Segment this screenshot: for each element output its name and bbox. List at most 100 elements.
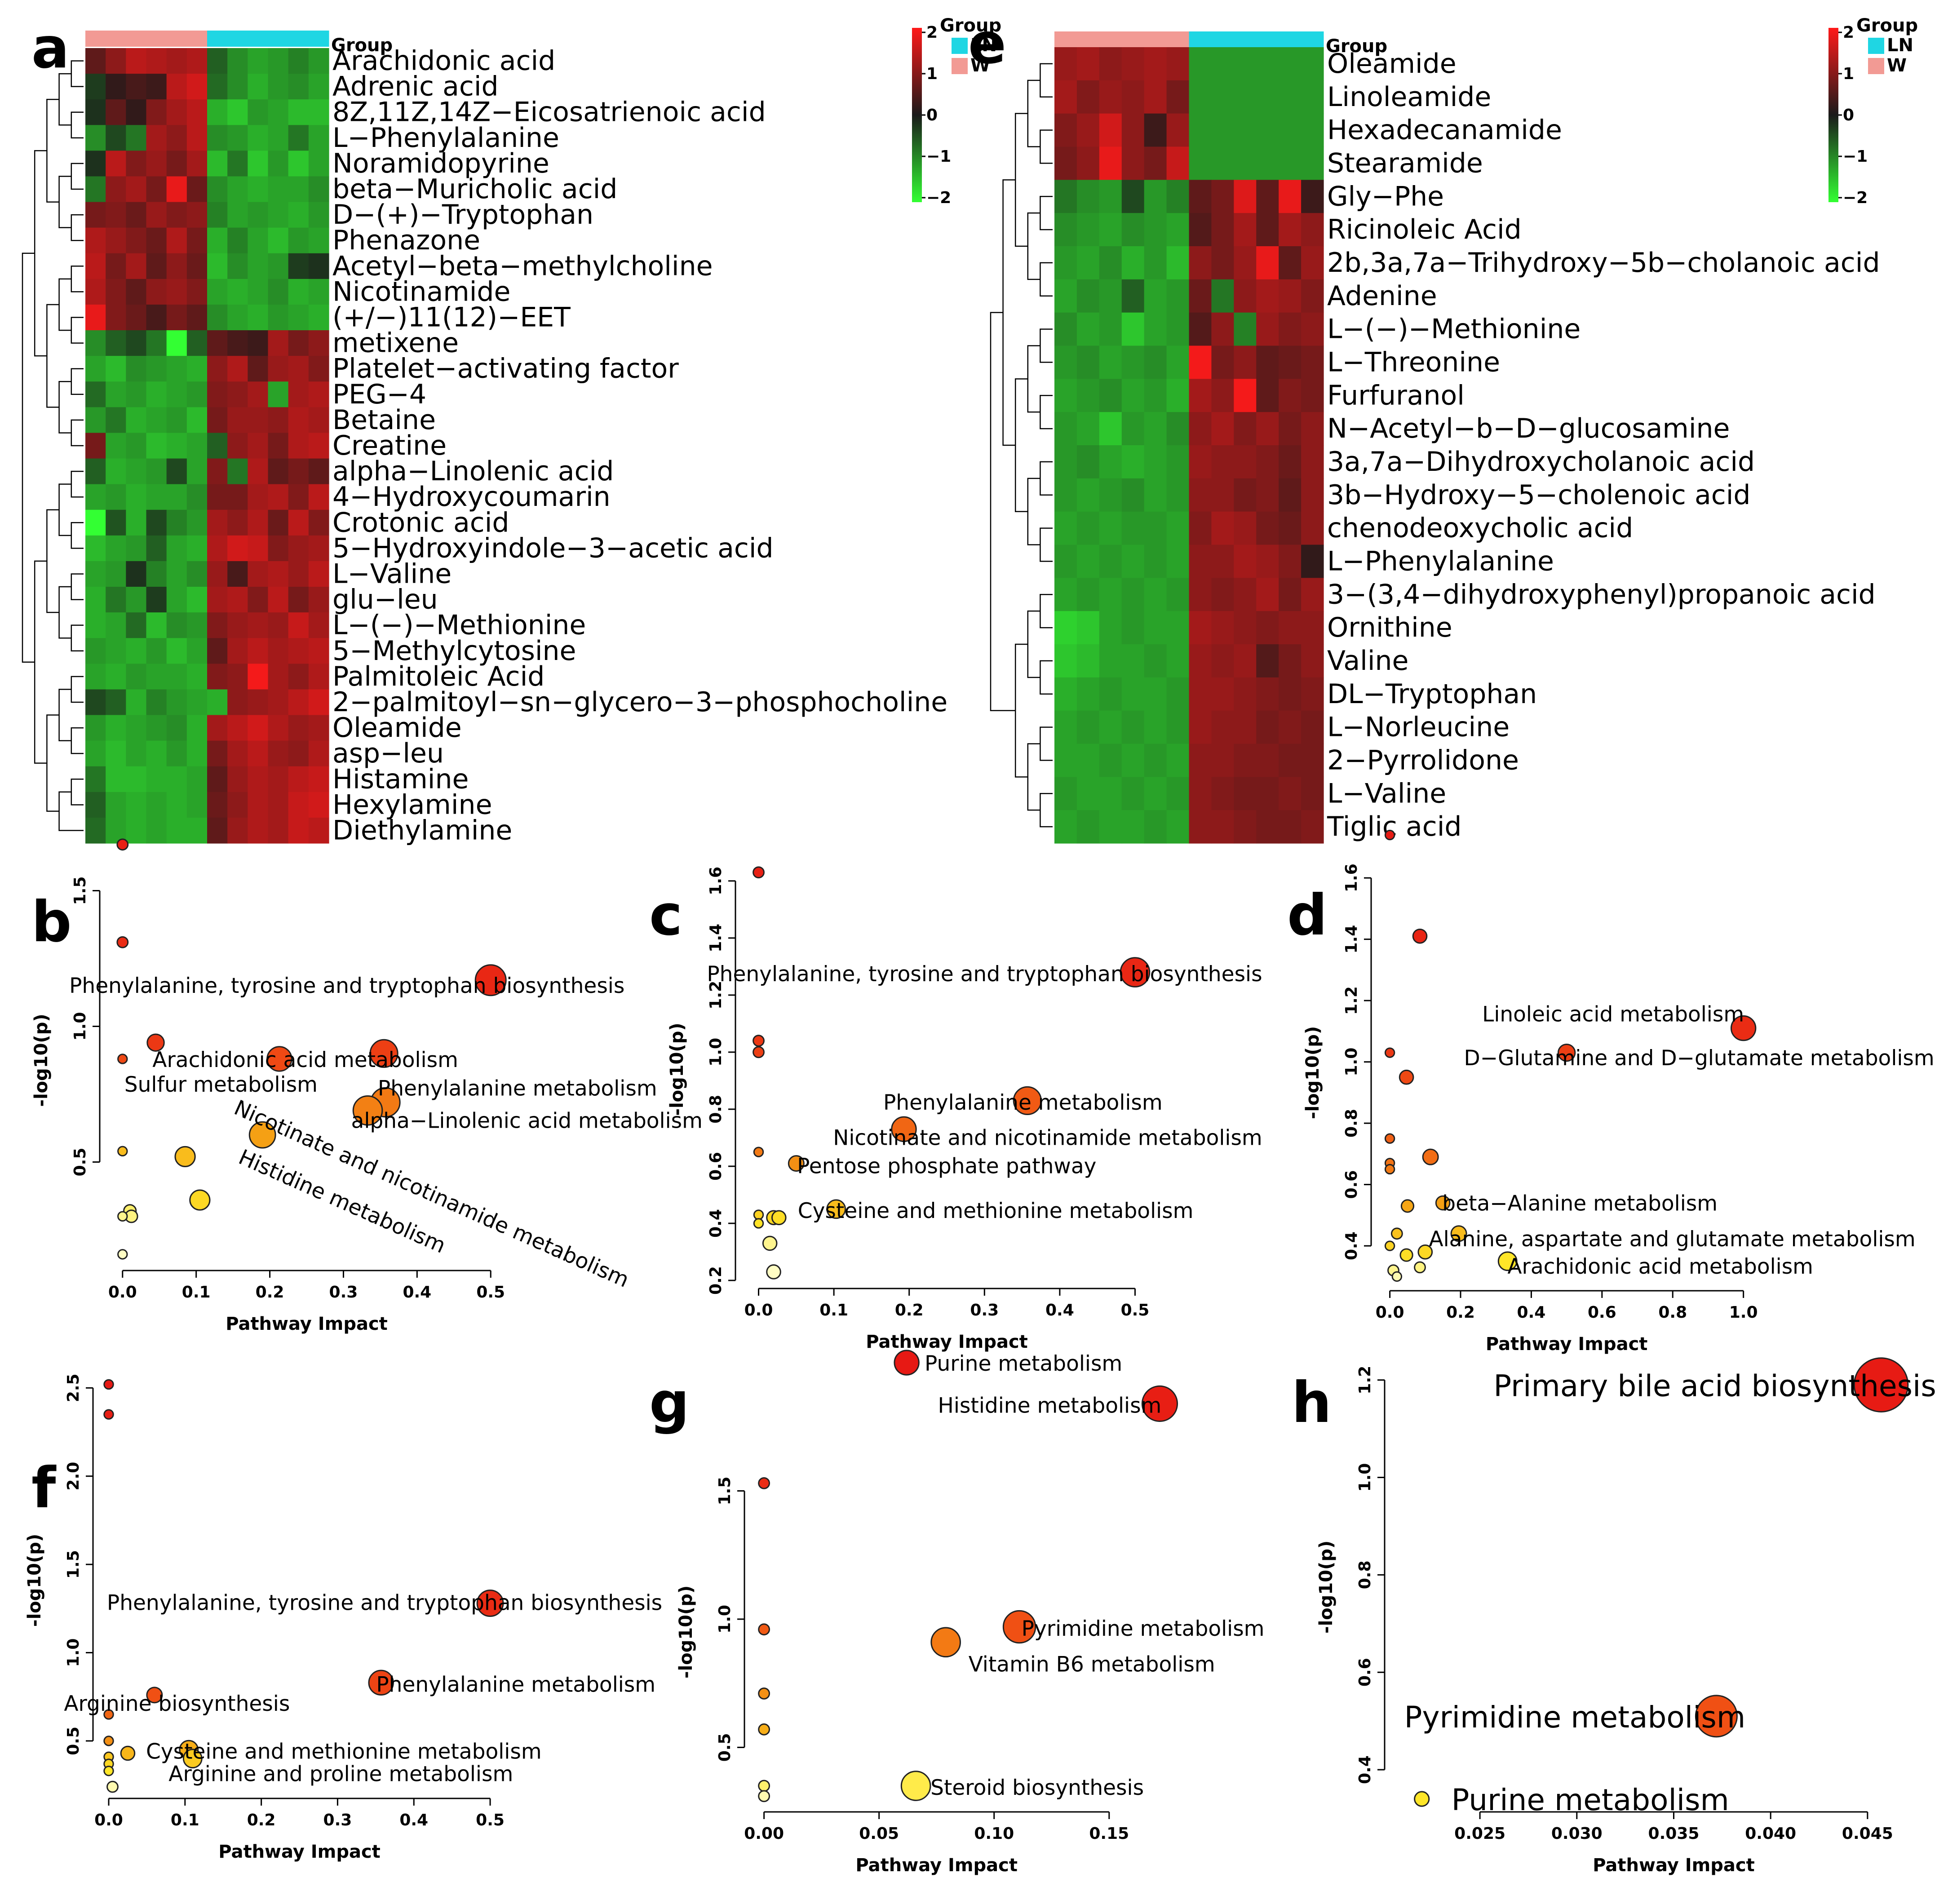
heatmap-cell [186,715,208,741]
y-tick-label: 2.5 [64,1373,83,1402]
heatmap-cell [146,151,167,177]
heatmap-cell [1099,578,1122,611]
heatmap-cell [1054,611,1077,645]
y-tick-label: 0.4 [1356,1755,1374,1784]
data-point [182,1749,203,1769]
heatmap-cell [227,176,248,203]
heatmap-cell [1211,744,1234,777]
heatmap-cell [288,74,309,100]
heatmap-cell [1279,379,1302,412]
heatmap-cell [227,99,248,125]
heatmap-cell [1211,677,1234,711]
heatmap-cell [146,535,167,562]
heatmap-cell [106,74,126,100]
heatmap-cell [308,253,329,279]
data-point [1414,1791,1430,1807]
heatmap-cell [1234,80,1257,114]
heatmap-cell [186,253,208,279]
heatmap-cell [1279,213,1302,247]
dendrogram-branch [1014,378,1028,512]
legend-entry-LN: LN [970,35,997,56]
heatmap-cell [126,99,147,125]
data-point [753,1035,765,1047]
heatmap-cell [308,817,329,844]
heatmap-cell [126,381,147,407]
heatmap-cell [1144,47,1167,81]
heatmap-cell [1144,312,1167,346]
heatmap-cell [1166,345,1190,379]
heatmap-cell [227,817,248,844]
heatmap-cell [248,99,269,125]
heatmap-cell [1189,312,1212,346]
heatmap-cell [1211,578,1234,611]
heatmap-cell [1054,810,1077,844]
heatmap-cell [1234,146,1257,180]
heatmap-cell [1256,810,1279,844]
heatmap-cell [1256,644,1279,678]
heatmap-cell [186,740,208,767]
heatmap-cell [186,381,208,407]
heatmap-cell [207,715,228,741]
heatmap-cell [1279,644,1302,678]
x-tick-label: 0.10 [974,1824,1014,1843]
heatmap-cell [85,202,106,228]
heatmap-cell [126,304,147,331]
heatmap-cell [227,792,248,818]
heatmap-cell [1301,279,1324,313]
point-label: Arginine biosynthesis [64,1691,290,1716]
dendrogram-branch [71,317,84,344]
data-point [116,838,129,851]
heatmap-cell [308,202,329,228]
heatmap-cell [207,587,228,613]
data-point [753,1218,764,1229]
heatmap-cell [186,587,208,613]
heatmap-cell [126,535,147,562]
x-axis-label: Pathway Impact [855,1855,1018,1876]
heatmap-cell [1211,180,1234,213]
dendrogram-branch [71,573,84,600]
heatmap-cell [1054,545,1077,578]
row-label: Noramidopyrine [332,148,549,179]
heatmap-cell [1279,578,1302,611]
heatmap-cell [248,356,269,382]
heatmap-cell [308,433,329,459]
row-label: alpha−Linolenic acid [332,456,614,487]
group-bar-cell [207,31,228,47]
heatmap-cell [1211,246,1234,280]
heatmap-cell [1279,810,1302,844]
heatmap-cell [1301,213,1324,247]
dendrogram-branch [22,252,35,663]
heatmap-cell [248,253,269,279]
heatmap-cell [1234,777,1257,810]
row-label: L−Norleucine [1327,712,1510,743]
heatmap-cell [186,561,208,587]
heatmap-cell [227,535,248,562]
data-point [1417,1244,1433,1260]
heatmap-cell [1166,810,1190,844]
heatmap-cell [85,151,106,177]
heatmap-cell [106,279,126,305]
heatmap-cell [126,458,147,485]
heatmap-cell [1121,710,1145,744]
row-label: L−Phenylalanine [332,122,559,154]
heatmap-cell [1099,146,1122,180]
data-point [1497,1251,1518,1271]
group-bar-cell [1076,31,1100,48]
heatmap-cell [146,715,167,741]
heatmap-cell [1166,180,1190,213]
colorbar-tick-label: 2 [926,23,938,42]
heatmap-cell [207,407,228,434]
heatmap-cell [1279,710,1302,744]
data-point [894,1350,920,1376]
heatmap-cell [186,458,208,485]
heatmap-cell [1211,412,1234,446]
row-label: Palmitoleic Acid [332,661,545,692]
dendrogram-branch [1040,793,1053,828]
data-point [103,1736,114,1746]
heatmap-cell [1121,412,1145,446]
heatmap-cell [166,99,187,125]
x-tick-label: 0.3 [970,1301,999,1320]
y-axis-label: -log10(p) [31,1014,52,1107]
heatmap-cell [1189,47,1212,81]
heatmap-cell [1234,312,1257,346]
